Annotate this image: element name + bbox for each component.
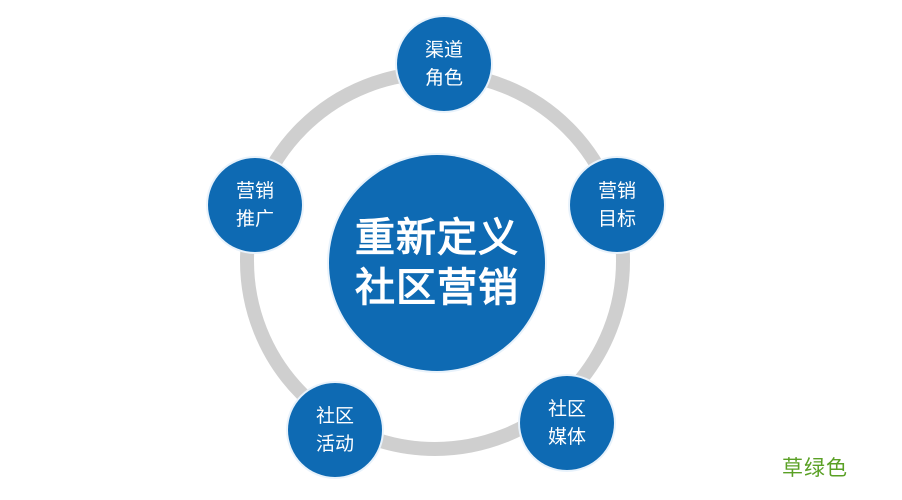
node-label-line-2: 推广 (235, 208, 274, 230)
node-marketing-goal: 营销 目标 (570, 158, 664, 252)
center-hub: 重新定义 社区营销 (329, 155, 545, 371)
center-title-line-2: 社区营销 (355, 264, 519, 311)
node-marketing-promotion: 营销 推广 (208, 158, 302, 252)
node-community-activity: 社区 活动 (288, 383, 382, 477)
node-label-line-1: 营销 (235, 180, 274, 202)
node-label-line-1: 社区 (315, 405, 354, 427)
node-label-line-2: 媒体 (547, 426, 586, 448)
node-label-line-1: 营销 (597, 180, 636, 202)
node-label-line-2: 目标 (597, 208, 636, 230)
node-label-line-2: 角色 (424, 67, 463, 89)
node-label-line-1: 社区 (547, 398, 586, 420)
caption-text: 草绿色 (782, 456, 848, 480)
node-label-line-1: 渠道 (424, 39, 463, 61)
node-channel-role: 渠道 角色 (397, 17, 491, 111)
node-label-line-2: 活动 (315, 433, 354, 455)
center-title-line-1: 重新定义 (355, 214, 519, 261)
node-community-media: 社区 媒体 (520, 376, 614, 470)
